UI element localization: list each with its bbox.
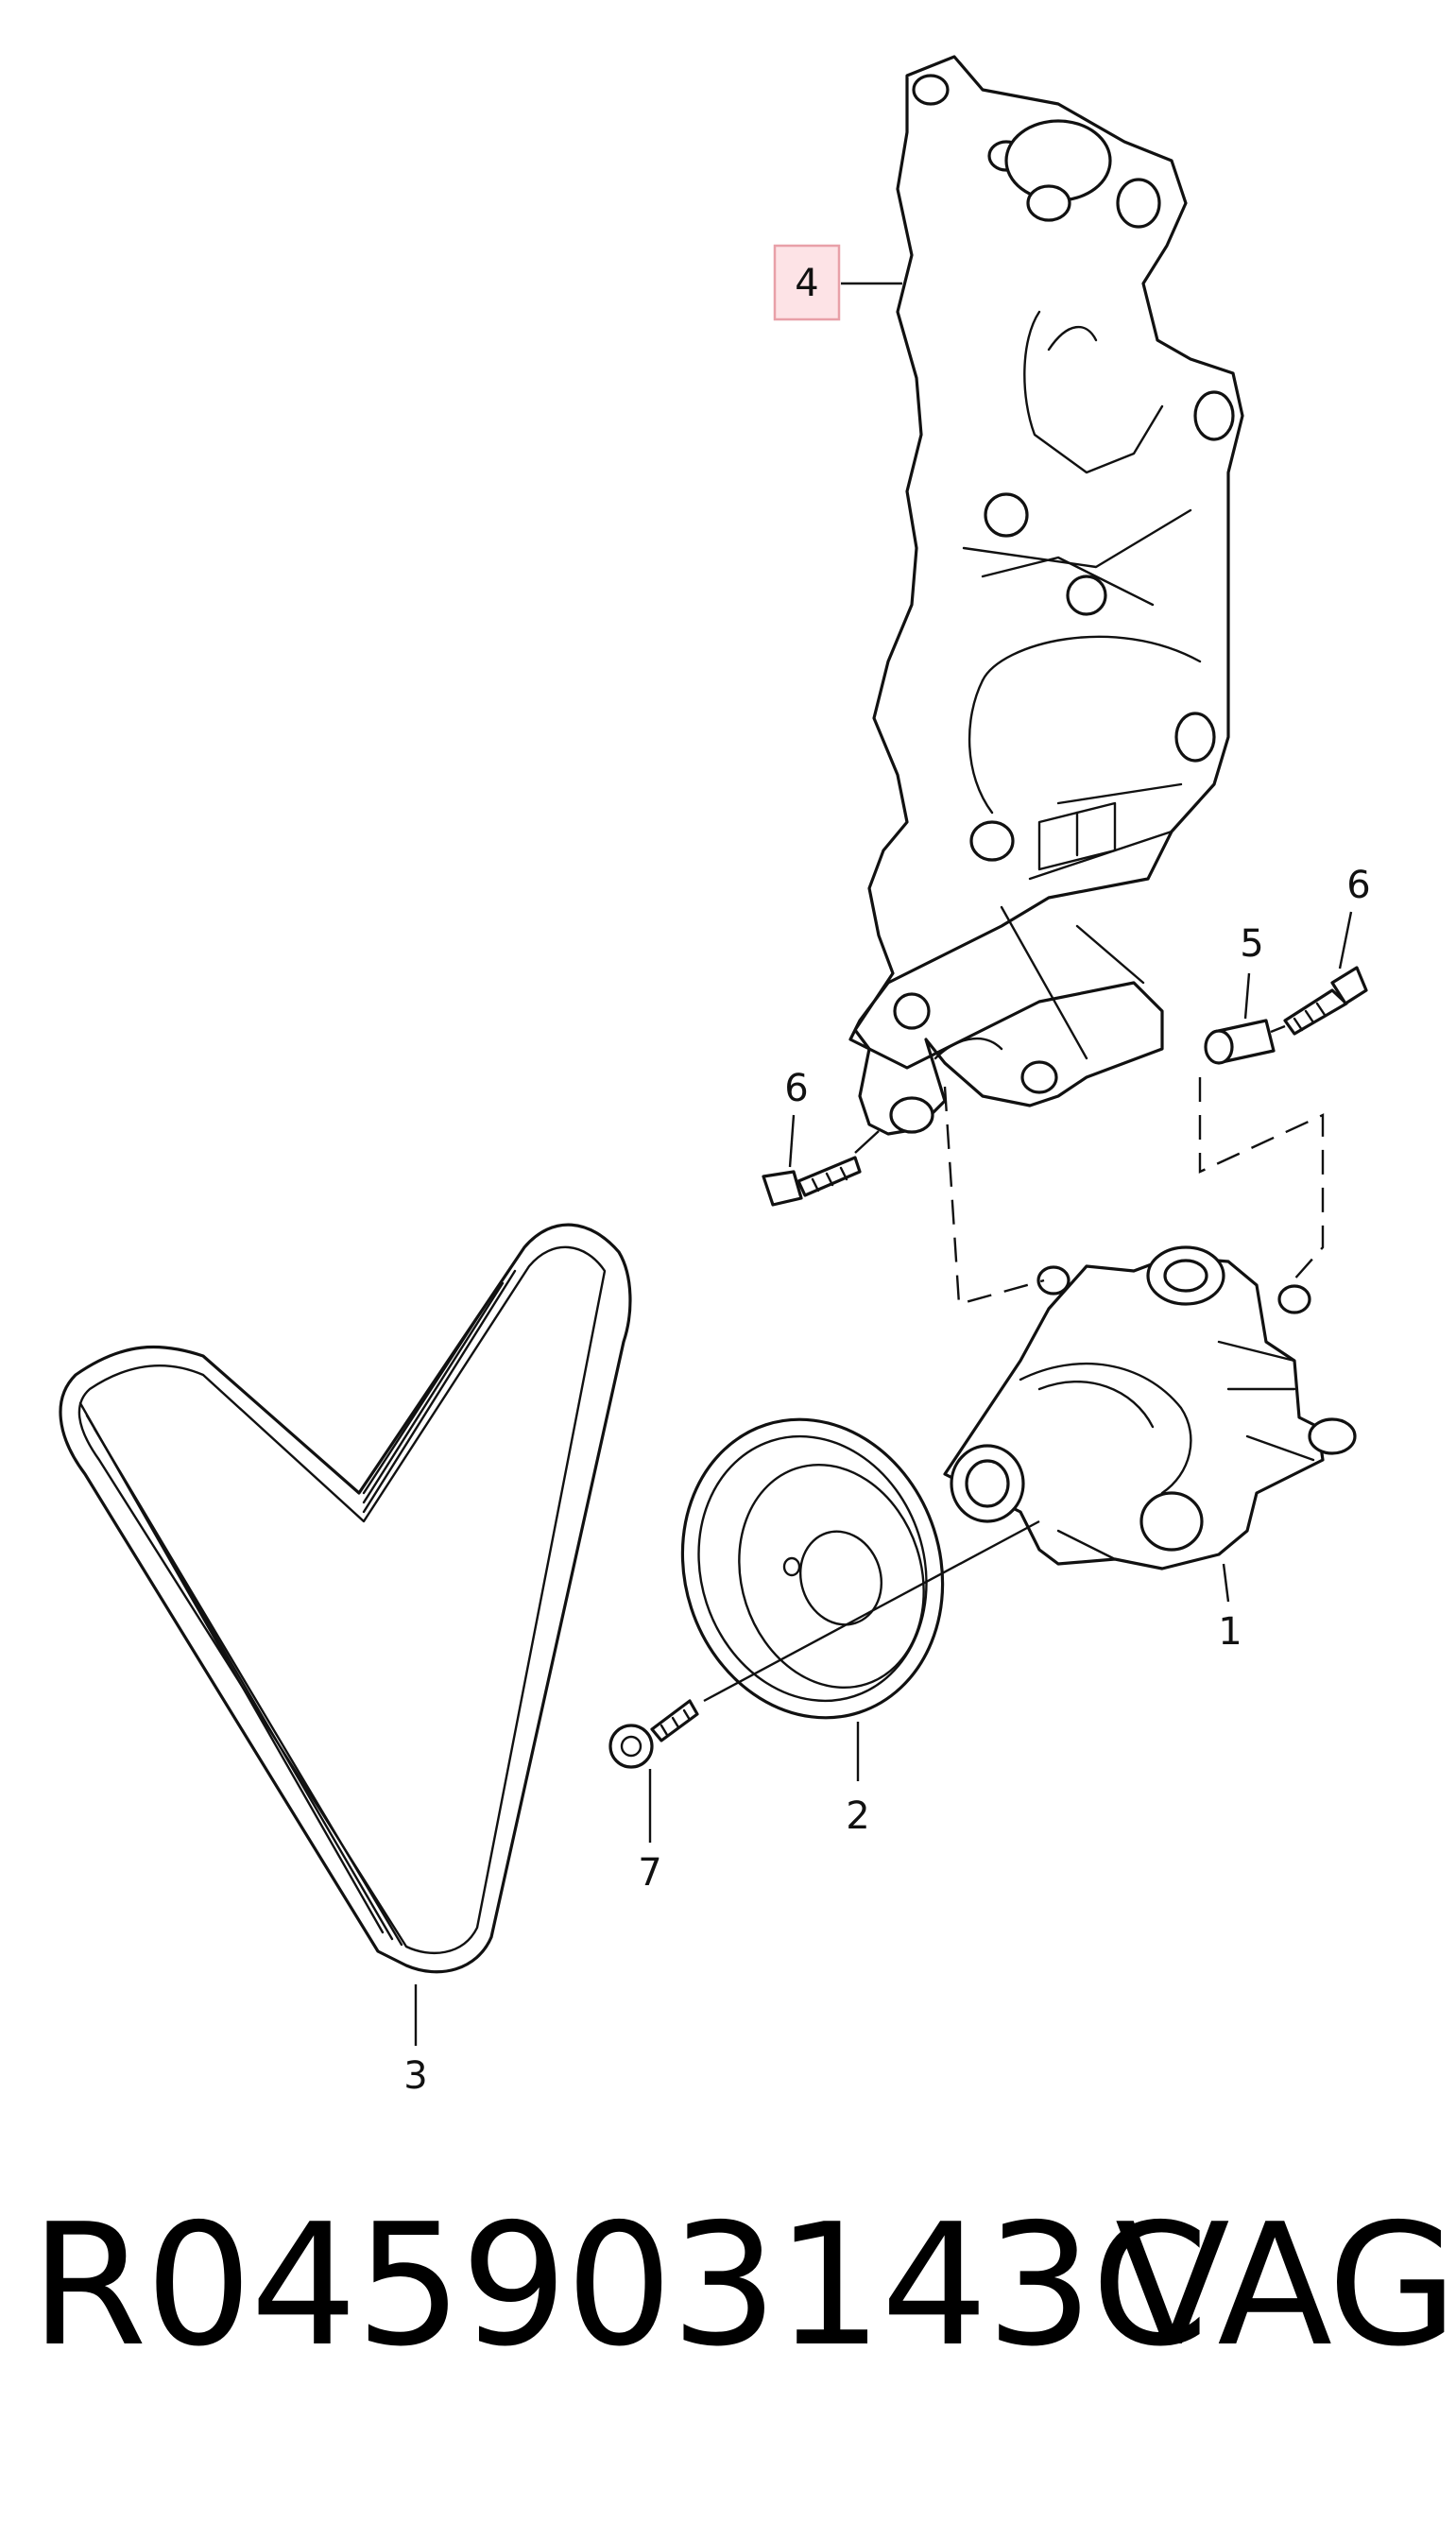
bolt-left xyxy=(762,1156,862,1207)
bolt-upper-right xyxy=(1283,966,1368,1036)
callout-label-6-left: 6 xyxy=(784,1067,808,1110)
callout-2[interactable]: 2 xyxy=(846,1722,870,1838)
bolt-right-axis xyxy=(1270,1024,1286,1034)
callout-label-1: 1 xyxy=(1218,1610,1242,1654)
callout-3[interactable]: 3 xyxy=(403,1984,428,2098)
spacer-sleeve xyxy=(1204,1019,1276,1065)
leader-5 xyxy=(1243,972,1251,1020)
assembly-line-right xyxy=(1198,1077,1325,1291)
callout-label-2: 2 xyxy=(846,1794,869,1838)
callout-label-7: 7 xyxy=(638,1851,661,1895)
mounting-bracket xyxy=(848,55,1244,1136)
callout-label-4: 4 xyxy=(795,262,818,305)
assembly-line-left xyxy=(943,1086,1045,1306)
power-steering-pump xyxy=(943,1245,1357,1570)
callout-label-6-upper: 6 xyxy=(1346,864,1370,907)
callout-4[interactable]: 4 xyxy=(773,244,902,321)
brand-name: VAG xyxy=(1115,2188,1456,2383)
callout-label-5: 5 xyxy=(1240,922,1263,966)
pulley-bolt xyxy=(608,1699,699,1769)
callout-6-upper[interactable]: 6 xyxy=(1338,864,1371,970)
callout-1[interactable]: 1 xyxy=(1218,1563,1242,1654)
bolt-left-axis xyxy=(854,1130,880,1154)
leader-6-upper xyxy=(1338,911,1353,970)
part-number: R045903143C xyxy=(30,2188,1208,2383)
leader-6-left xyxy=(788,1114,796,1168)
callout-6-left[interactable]: 6 xyxy=(784,1067,809,1168)
leader-1 xyxy=(1222,1563,1230,1603)
callout-7[interactable]: 7 xyxy=(638,1769,662,1895)
callout-label-3: 3 xyxy=(403,2054,427,2098)
v-ribbed-belt xyxy=(59,1223,632,1974)
callout-5[interactable]: 5 xyxy=(1240,922,1264,1020)
pulley xyxy=(680,1417,945,1720)
highlight-box xyxy=(773,244,841,321)
pulley-axis xyxy=(703,1519,1040,1703)
